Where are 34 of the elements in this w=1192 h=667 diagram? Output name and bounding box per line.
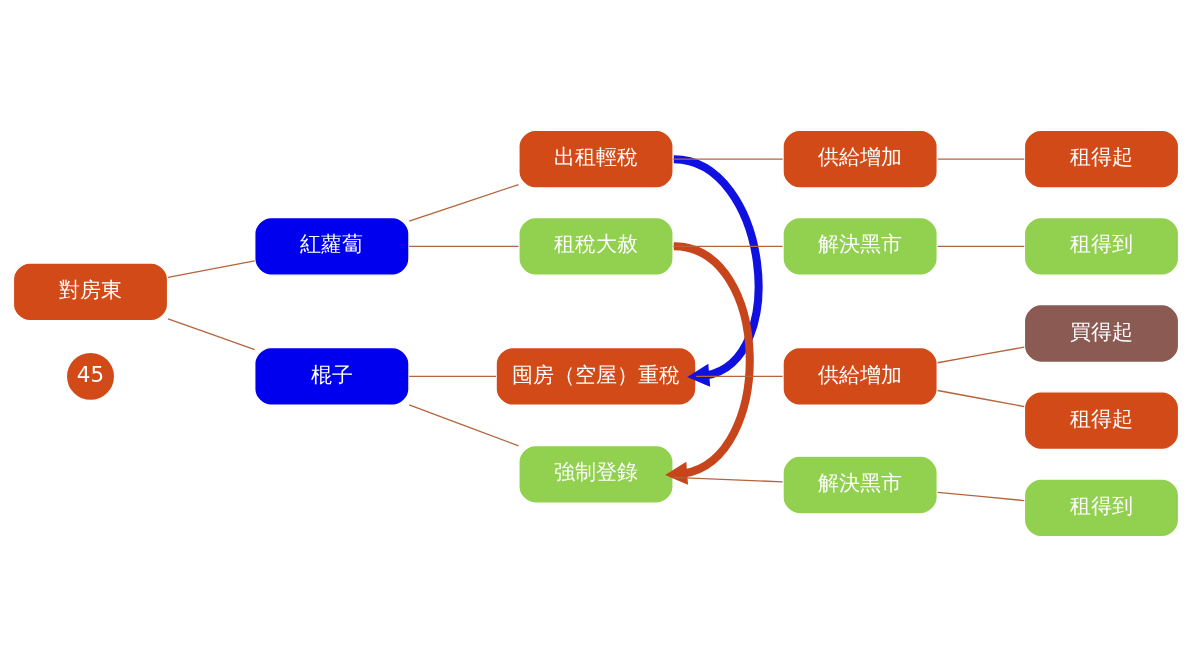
node-box: 解決黑市 (782, 455, 938, 515)
connector (937, 158, 1025, 160)
node-box: 供給增加 (782, 129, 938, 189)
arrow (673, 155, 763, 387)
node-box: 對房東 (12, 262, 169, 322)
node-box: 買得起 (1023, 304, 1180, 363)
connector (167, 318, 256, 351)
arrow (665, 242, 754, 485)
node-box: 租稅大赦 (518, 216, 674, 276)
node-box: 棍子 (254, 346, 410, 406)
connector (672, 245, 784, 247)
node-box: 租得到 (1023, 216, 1180, 276)
node-box: 囤房（空屋）重稅 (495, 346, 697, 406)
node-box: 租得起 (1023, 129, 1180, 189)
node-box: 出租輕稅 (518, 129, 674, 189)
node-box: 供給增加 (782, 346, 938, 406)
node-box: 租得起 (1023, 391, 1180, 451)
connector (408, 183, 520, 222)
label: 45 (76, 361, 105, 387)
connector (937, 346, 1025, 364)
node-box: 解決黑市 (782, 216, 938, 276)
connector (937, 245, 1025, 247)
connector (937, 389, 1025, 408)
connector (672, 476, 784, 483)
connector (408, 375, 497, 378)
connector (408, 404, 520, 447)
connector (695, 375, 784, 378)
connector (167, 260, 256, 279)
node-box: 租得到 (1023, 478, 1180, 538)
node-box: 強制登錄 (518, 444, 674, 504)
connector (408, 245, 520, 247)
connector (937, 491, 1025, 502)
connector (672, 158, 784, 160)
node-box: 紅蘿蔔 (254, 216, 410, 276)
